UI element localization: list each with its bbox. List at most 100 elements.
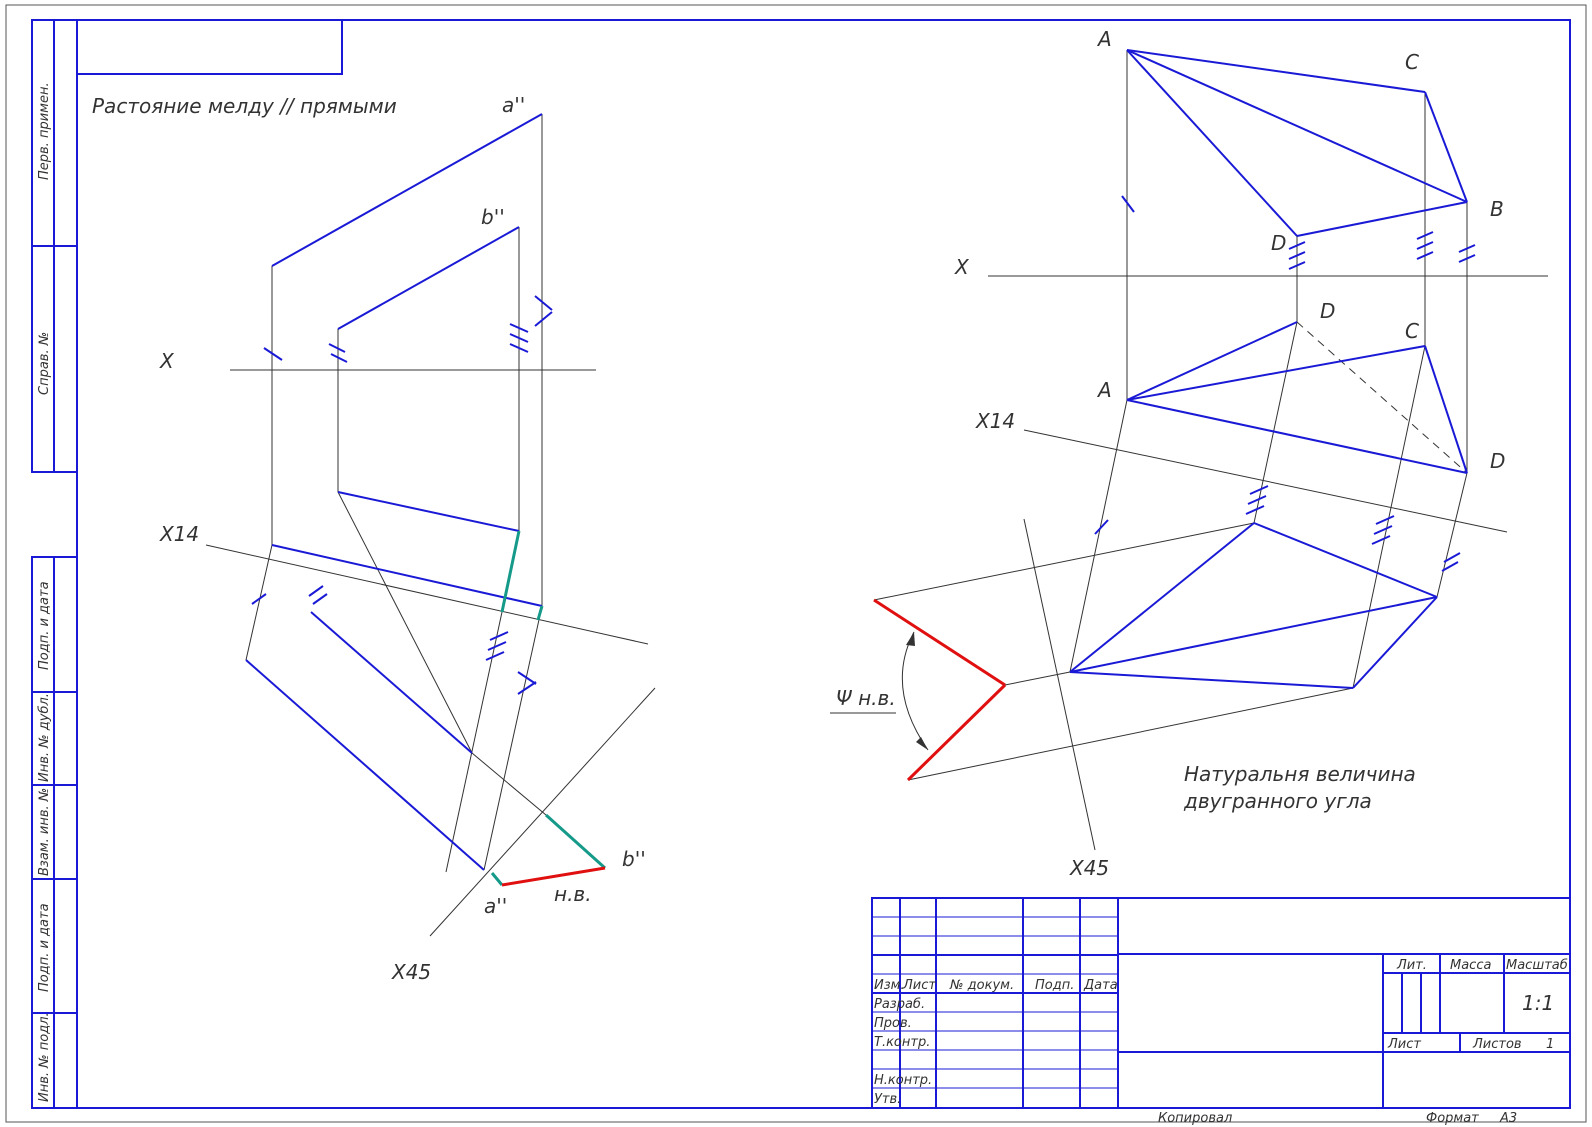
side-label-sprav-no: Справ. №	[37, 332, 52, 395]
label-D-top: D	[1271, 231, 1286, 255]
tb-list-label: Лист	[1387, 1037, 1421, 1052]
teal-segment-tip	[490, 872, 504, 886]
label-A-top: A	[1096, 27, 1112, 51]
tick-triple-2a	[489, 631, 509, 641]
label-b-bottom: b''	[622, 847, 646, 871]
tb-col-izm-label: Изм.	[874, 978, 905, 993]
rtick-C-low-c	[1371, 535, 1391, 545]
rtick-B-top-a	[1458, 244, 1476, 253]
top-CB	[1424, 91, 1468, 203]
tb-col-list-label: Лист	[902, 978, 936, 993]
right-proj-angle-mid	[1004, 671, 1071, 686]
mid-AC	[1126, 345, 1426, 401]
rtick-D-low-b	[1247, 495, 1267, 505]
tb-masshtab-label: Масштаб	[1506, 958, 1568, 973]
label-x45-axis-left: X45	[391, 960, 431, 984]
title-block	[871, 897, 1571, 1109]
line-a-aux2	[245, 659, 485, 871]
label-D-mid: D	[1320, 299, 1335, 323]
top-AD	[1126, 49, 1298, 237]
left-accent-lines	[490, 530, 607, 887]
tb-row-nkontr: Н.контр.	[874, 1073, 932, 1088]
line-a-front	[271, 113, 543, 267]
rtick-B-low-a	[1443, 552, 1461, 563]
tick-double-1b	[330, 353, 348, 363]
tick-triple-1a	[509, 323, 529, 333]
rtick-D-top-a	[1288, 241, 1306, 250]
line-b-aux2	[310, 611, 473, 754]
left-title: Растояние мелду // прямыми	[92, 94, 397, 118]
label-x45-axis-right: X45	[1069, 856, 1109, 880]
teal-segment-lower	[544, 813, 607, 870]
rtick-C-low-b	[1373, 525, 1393, 535]
tb-col-data-label: Дата	[1083, 978, 1118, 993]
right-proj-angle-lower	[907, 687, 1354, 781]
tick-x-2a	[517, 671, 537, 685]
low-CB	[1352, 596, 1438, 689]
tb-col-docum-label: № докум.	[949, 978, 1014, 993]
title-block-labels: Изм. Лист № докум. Подп. Дата Разраб. Пр…	[874, 958, 1568, 1126]
low-DB	[1253, 522, 1438, 598]
tb-format-label: Формат	[1426, 1111, 1479, 1126]
label-a-bottom: a''	[484, 894, 507, 918]
tick-triple-2c	[485, 651, 505, 661]
low-AB	[1069, 596, 1438, 673]
note-line-2: двугранного угла	[1183, 789, 1372, 813]
side-stamp-labels: Перв. примен. Справ. № Подп. и дата Инв.…	[37, 82, 52, 1102]
left-proj-low-1	[483, 605, 543, 871]
right-main-lines	[1069, 49, 1468, 689]
side-stamp	[31, 19, 78, 1109]
inner-frame	[76, 19, 1571, 1109]
line-b-aux	[337, 491, 520, 532]
right-proj-low-C	[1352, 345, 1426, 689]
right-dashed-hidden	[1296, 321, 1468, 474]
tick-double-1a	[328, 343, 346, 353]
outer-border	[5, 4, 1587, 1123]
tick-triple-2b	[487, 641, 507, 651]
right-proj-low-A	[1069, 399, 1128, 673]
tick-single-2	[251, 593, 267, 605]
tick-single-1	[263, 347, 283, 361]
right-proj-low-B	[1436, 472, 1468, 598]
tb-massa-label: Масса	[1450, 958, 1491, 973]
tb-row-tkontr: Т.контр.	[874, 1035, 930, 1050]
tb-listov-value: 1	[1546, 1037, 1554, 1052]
right-proj-angle-upper	[873, 522, 1255, 601]
right-tick-marks	[1094, 195, 1476, 572]
note-line-1: Натуральня величина	[1184, 762, 1416, 786]
rtick-A-top	[1121, 195, 1135, 213]
rtick-D-low-a	[1249, 485, 1269, 495]
line-a-aux	[271, 544, 543, 607]
right-angle-red	[873, 598, 1007, 782]
label-b-top: b''	[481, 205, 505, 229]
tick-x-1b	[534, 311, 553, 327]
red-angle-lower	[906, 683, 1007, 782]
left-main-lines	[245, 113, 543, 871]
low-AC	[1069, 671, 1354, 689]
right-x45-axis	[1023, 518, 1096, 851]
top-left-box	[76, 19, 343, 75]
right-construction-lines	[830, 50, 1548, 851]
tb-col-podp-label: Подп.	[1035, 978, 1074, 993]
side-label-inv-dubl: Инв. № дубл.	[37, 693, 52, 782]
side-label-podp-data-1: Подп. и дата	[37, 581, 52, 670]
right-proj-low-D	[1253, 321, 1298, 524]
right-angle-arrows	[906, 632, 928, 750]
rtick-C-top-c	[1416, 251, 1434, 260]
label-x14-axis-right: X14	[975, 409, 1015, 433]
left-construction-lines	[205, 114, 656, 937]
rtick-C-low-a	[1375, 515, 1395, 525]
rtick-D-low-c	[1245, 505, 1265, 515]
label-angle: Ψ н.в.	[836, 686, 896, 710]
teal-segment-upper	[500, 530, 521, 613]
left-proj-low-5	[471, 752, 547, 816]
line-b-front	[337, 226, 520, 330]
arc-arrow-top	[906, 632, 915, 646]
label-B-top: B	[1490, 197, 1504, 221]
tick-triple-1c	[509, 343, 529, 353]
top-DB	[1296, 201, 1468, 237]
left-labels: Растояние мелду // прямыми a'' b'' X X14…	[92, 93, 646, 984]
left-proj-low-2	[445, 611, 503, 873]
side-label-vzam-inv: Взам. инв. №	[37, 788, 52, 876]
